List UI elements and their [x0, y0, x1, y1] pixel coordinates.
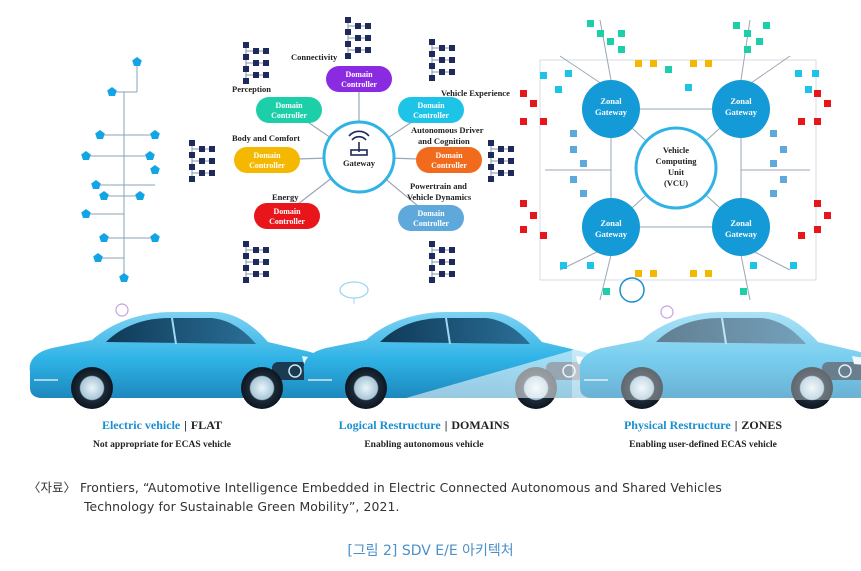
- zonal-gateway-sw-l2: Gateway: [595, 229, 628, 239]
- connectivity-label: Connectivity: [291, 52, 338, 62]
- zonal-gateway-sw-l1: Zonal: [600, 218, 622, 228]
- gateway-label: Gateway: [343, 158, 376, 168]
- car-zones: [572, 278, 861, 409]
- caption-flat-title: Electric vehicle|FLAT: [52, 418, 272, 433]
- zonal-gateway-se-l2: Gateway: [725, 229, 758, 239]
- vcu-label-2: Computing: [655, 156, 697, 166]
- source-citation: 〈자료〉 Frontiers, “Automotive Intelligence…: [28, 478, 828, 516]
- vcu-label-3: Unit: [668, 167, 684, 177]
- caption-flat-sub: Not appropriate for ECAS vehicle: [52, 440, 272, 450]
- car-domains: [304, 282, 608, 409]
- vehicle-experience-label: Vehicle Experience: [441, 88, 510, 98]
- car-flat: [30, 304, 334, 409]
- powertrain-label-1: Powertrain and: [410, 181, 467, 191]
- caption-domains-title: Logical Restructure|DOMAINS: [308, 418, 540, 433]
- gateway-hub: Gateway: [324, 122, 394, 192]
- source-line-1: 〈자료〉 Frontiers, “Automotive Intelligence…: [28, 480, 722, 495]
- powertrain-label-2: Vehicle Dynamics: [407, 192, 472, 202]
- flat-nodes: [81, 57, 160, 282]
- zonal-gateway-nw-l2: Gateway: [595, 107, 628, 117]
- caption-zones-title: Physical Restructure|ZONES: [578, 418, 828, 433]
- zonal-gateway-nw-l1: Zonal: [600, 96, 622, 106]
- zonal-gateway-se-l1: Zonal: [730, 218, 752, 228]
- vcu-label-1: Vehicle: [663, 145, 689, 155]
- autonomous-label-1: Autonomous Driver: [411, 125, 484, 135]
- zonal-gateway-ne-l2: Gateway: [725, 107, 758, 117]
- vcu-label-4: (VCU): [664, 178, 688, 188]
- caption-zones-sub: Enabling user-defined ECAS vehicle: [578, 440, 828, 450]
- flat-architecture-tree: [86, 62, 155, 276]
- zonal-gateway-ne-l1: Zonal: [730, 96, 752, 106]
- source-line-2: Technology for Sustainable Green Mobilit…: [28, 497, 828, 516]
- body-comfort-label: Body and Comfort: [232, 133, 300, 143]
- zonal-network: Zonal Gateway Zonal Gateway Zonal Gatewa…: [520, 20, 831, 300]
- figure-caption: [그림 2] SDV E/E 아키텍처: [0, 540, 861, 560]
- energy-label: Energy: [272, 192, 299, 202]
- perception-label: Perception: [232, 84, 271, 94]
- caption-domains-sub: Enabling autonomous vehicle: [308, 440, 540, 450]
- autonomous-label-2: and Cognition: [418, 136, 470, 146]
